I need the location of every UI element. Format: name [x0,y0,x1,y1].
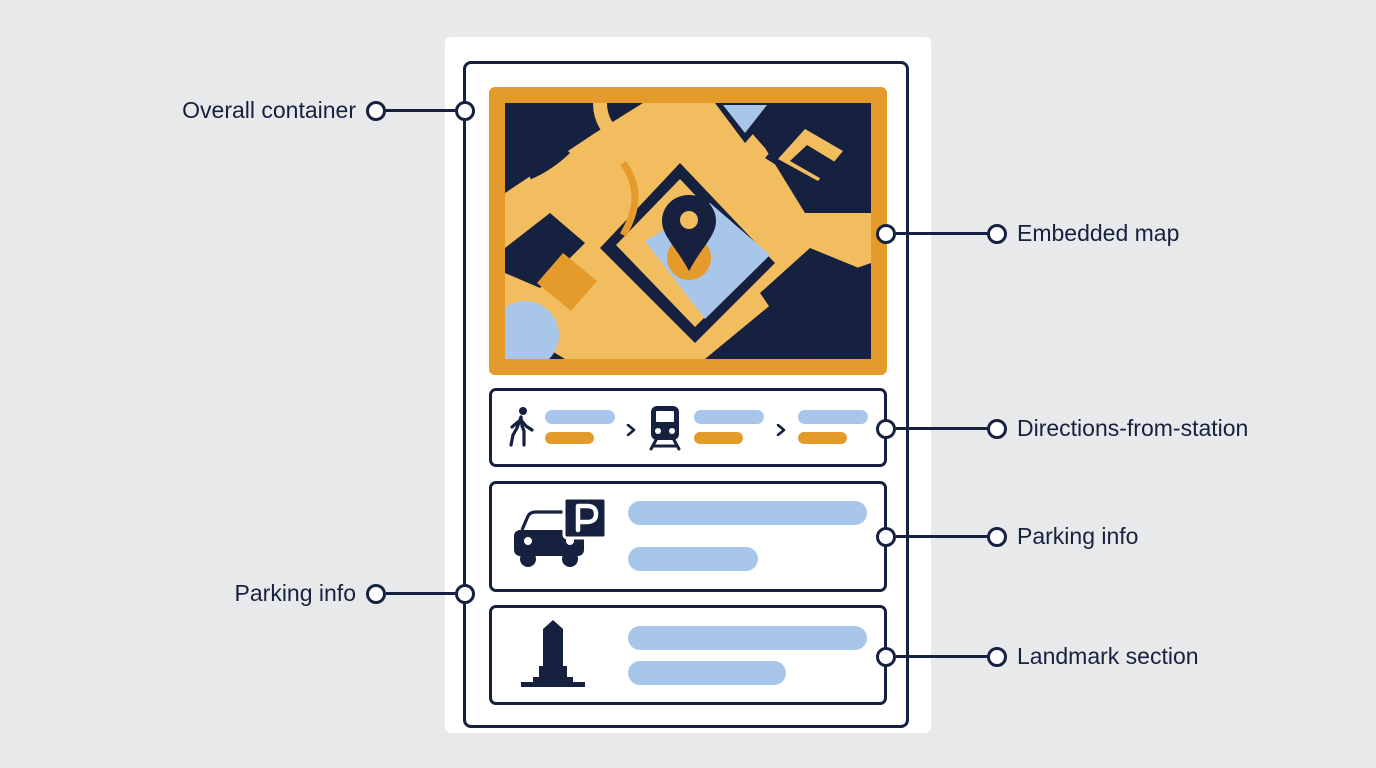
walk-step-time [545,432,594,444]
label-parking-info-right: Parking info [1017,523,1139,549]
leader-endpoint [987,419,1007,439]
embedded-map [489,87,887,375]
walking-person-icon [506,404,540,450]
leader-endpoint [876,419,896,439]
parking-detail-line-2 [628,547,758,571]
leader-line [896,232,988,235]
leader-endpoint [876,647,896,667]
chevron-right-icon [776,421,786,437]
leader-endpoint [987,527,1007,547]
leader-line [896,427,988,430]
final-step-time [798,432,847,444]
leader-endpoint [987,647,1007,667]
landmark-detail-line-1 [628,626,867,650]
leader-line [386,109,456,112]
label-parking-info-left: Parking info [234,580,356,606]
leader-endpoint [876,224,896,244]
landmark-detail-line-2 [628,661,786,685]
chevron-right-icon [626,421,636,437]
leader-endpoint [455,101,475,121]
train-step-time [694,432,743,444]
overall-container-frame [463,61,909,728]
label-directions-from-station: Directions-from-station [1017,415,1249,441]
leader-endpoint [366,101,386,121]
parking-icon-group [512,496,608,576]
map-pin-icon [662,195,716,271]
parking-sign-icon [562,496,608,540]
walk-step-detail [545,410,615,424]
leader-line [896,655,988,658]
leader-endpoint [876,527,896,547]
leader-endpoint [366,584,386,604]
train-step-detail [694,410,764,424]
label-embedded-map: Embedded map [1017,220,1180,246]
train-icon [647,403,683,451]
leader-line [386,592,456,595]
label-overall-container: Overall container [182,97,356,123]
map-graphic [505,103,871,359]
leader-endpoint [455,584,475,604]
leader-line [896,535,988,538]
directions-card [489,388,887,467]
final-step-detail [798,410,868,424]
monument-icon [519,620,587,688]
parking-detail-line-1 [628,501,867,525]
label-landmark-section: Landmark section [1017,643,1199,669]
leader-endpoint [987,224,1007,244]
